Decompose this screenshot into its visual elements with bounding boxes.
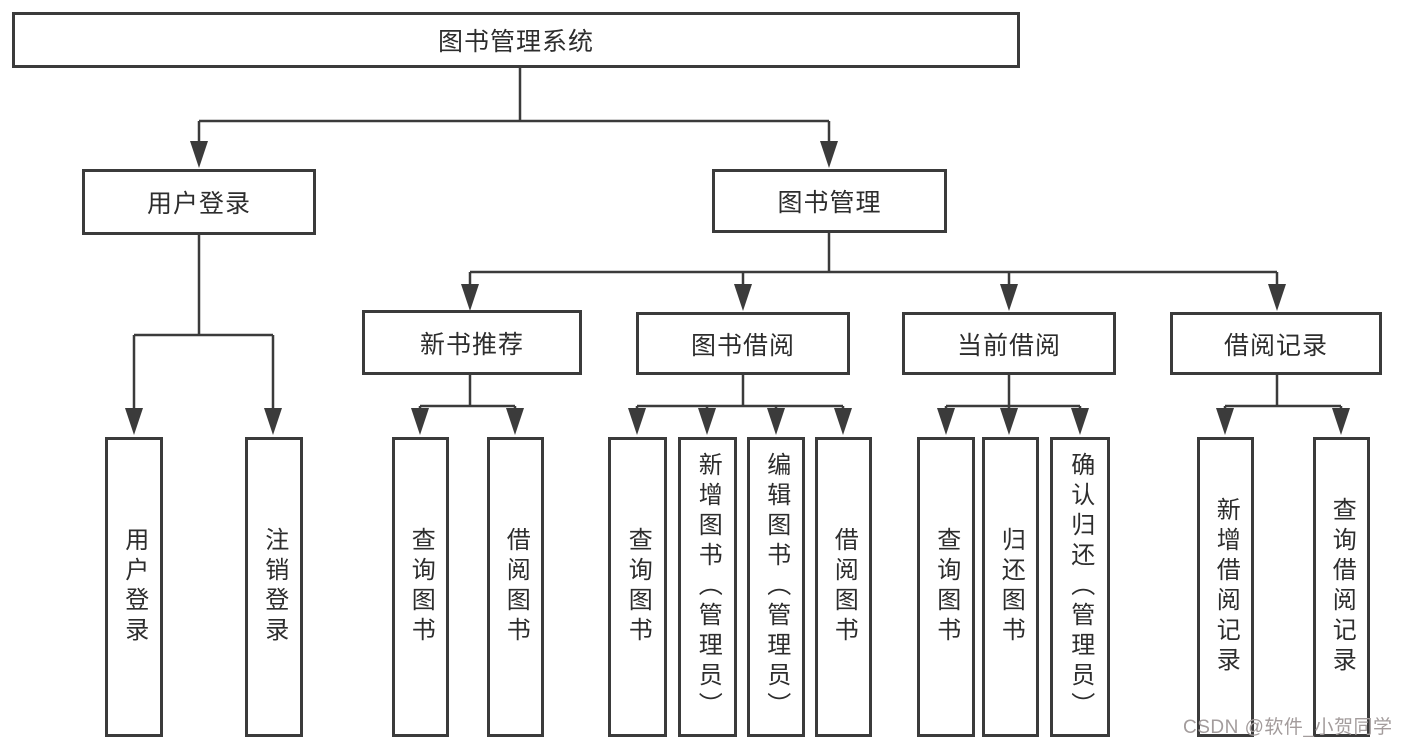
- node-current-borrowing: 当前借阅: [902, 312, 1116, 375]
- leaf-return-books: 归还图书: [982, 437, 1039, 737]
- node-new-book-recommend: 新书推荐: [362, 310, 582, 375]
- leaf-user-login: 用户登录: [105, 437, 163, 737]
- node-borrow-records: 借阅记录: [1170, 312, 1382, 375]
- leaf-edit-books-admin: 编辑图书（管理员）: [747, 437, 805, 737]
- leaf-confirm-return-admin: 确认归还（管理员）: [1050, 437, 1110, 737]
- node-user-login-branch: 用户登录: [82, 169, 316, 235]
- leaf-query-books-current: 查询图书: [917, 437, 975, 737]
- node-book-management-branch: 图书管理: [712, 169, 947, 233]
- node-book-borrowing: 图书借阅: [636, 312, 850, 375]
- leaf-logout: 注销登录: [245, 437, 303, 737]
- csdn-watermark: CSDN @软件_小贺同学: [1183, 717, 1393, 738]
- leaf-query-books-borrowing: 查询图书: [608, 437, 667, 737]
- node-library-management-system: 图书管理系统: [12, 12, 1020, 68]
- leaf-add-borrow-record: 新增借阅记录: [1197, 437, 1254, 737]
- leaf-add-books-admin: 新增图书（管理员）: [678, 437, 737, 737]
- leaf-borrow-books-recommend: 借阅图书: [487, 437, 544, 737]
- leaf-borrow-books: 借阅图书: [815, 437, 872, 737]
- leaf-query-borrow-record: 查询借阅记录: [1313, 437, 1370, 737]
- leaf-query-books-recommend: 查询图书: [392, 437, 449, 737]
